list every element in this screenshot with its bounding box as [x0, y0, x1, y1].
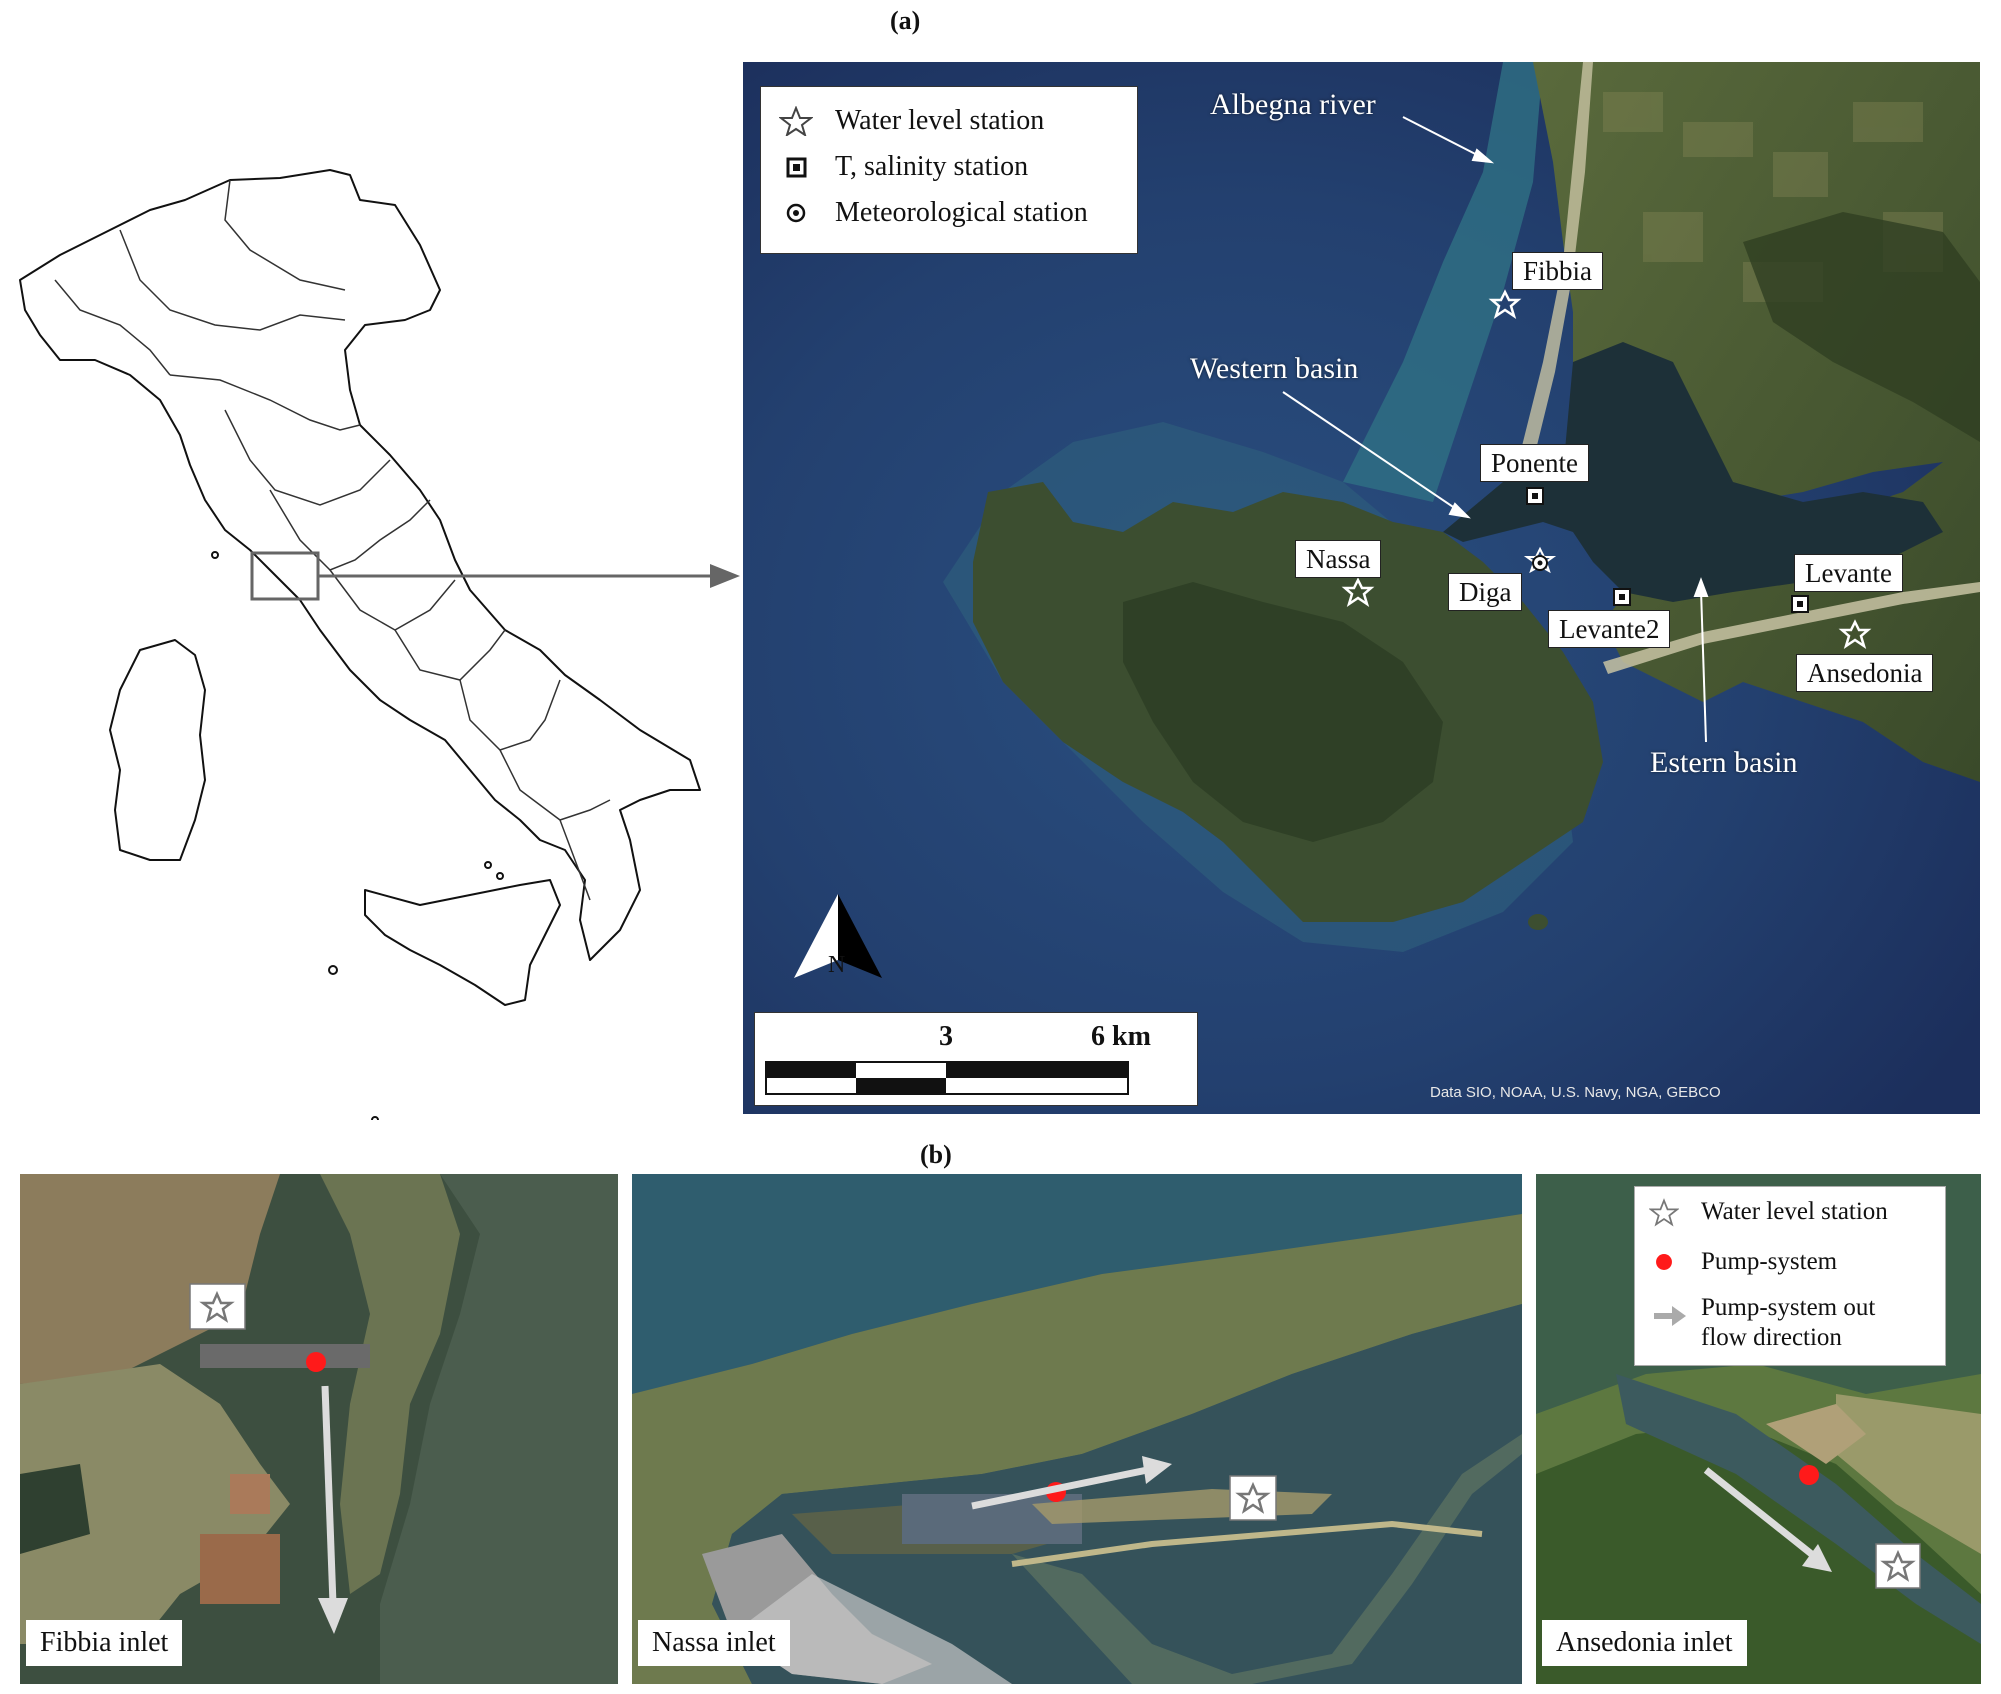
station-ponente-square-icon [1526, 487, 1544, 505]
italy-mainland [19, 169, 701, 961]
inset-ansedonia-star-icon [1880, 1549, 1916, 1582]
station-diga-combined-icon [1523, 546, 1557, 574]
tag-levante2: Levante2 [1548, 610, 1671, 648]
tag-diga: Diga [1448, 573, 1523, 611]
label-eastern-basin: Estern basin [1650, 746, 1798, 779]
italy-outline-map [19, 169, 740, 1120]
lagoon-water [1443, 342, 1943, 602]
pump-dot-icon [1656, 1254, 1672, 1270]
legend-meteorological: Meteorological station [835, 197, 1088, 228]
inset-ansedonia-flow-arrow [1703, 1467, 1817, 1559]
station-nassa-star-icon [1341, 577, 1375, 607]
inset-fibbia-image [20, 1174, 618, 1684]
square-station-icon [786, 157, 807, 178]
scale-bar-box: 3 6 km [754, 1012, 1198, 1106]
label-albegna-river: Albegna river [1210, 88, 1376, 121]
sardinia [109, 639, 206, 861]
sicily [364, 879, 561, 1006]
inset-legend-flow-line2: flow direction [1701, 1324, 1842, 1351]
flow-arrow-icon [1654, 1306, 1686, 1326]
legend-water-level: Water level station [835, 105, 1045, 136]
inset-nassa-star-icon [1235, 1481, 1271, 1514]
inset-legend-flow-line1: Pump-system out [1701, 1294, 1876, 1321]
star-icon [779, 106, 813, 136]
inset-fibbia-pump-dot [306, 1352, 326, 1372]
map-pointer-arrows [1282, 116, 1709, 743]
tag-levante: Levante [1794, 554, 1903, 592]
station-markers [1341, 289, 1872, 649]
inset-legend-water-level: Water level station [1701, 1198, 1888, 1225]
inset-fibbia-label: Fibbia inlet [26, 1620, 183, 1666]
panel-label-a: (a) [890, 6, 921, 35]
locator-arrowhead [710, 564, 740, 588]
inset-fibbia-star-icon [199, 1290, 235, 1323]
inset-legend-pump: Pump-system [1701, 1248, 1838, 1275]
north-arrow-icon [794, 894, 882, 978]
station-fibbia-star-icon [1488, 289, 1522, 319]
map-data-credit: Data SIO, NOAA, U.S. Navy, NGA, GEBCO [1430, 1084, 1721, 1101]
tag-fibbia: Fibbia [1512, 252, 1604, 290]
scale-bar [765, 1061, 1129, 1095]
station-ansedonia-star-icon [1838, 619, 1872, 649]
inset-nassa-image [632, 1174, 1522, 1684]
station-levante-square-icon [1791, 595, 1809, 613]
main-legend: Water level station T, salinity station … [760, 86, 1138, 254]
inset-nassa-flow-arrow [971, 1465, 1153, 1510]
label-western-basin: Western basin [1190, 352, 1359, 385]
inset-legend: Water level station Pump-system Pump-sys… [1634, 1186, 1946, 1366]
legend-t-salinity: T, salinity station [835, 151, 1029, 182]
circle-station-icon [786, 203, 806, 223]
station-levante2-square-icon [1613, 588, 1631, 606]
scale-label-mid: 3 [939, 1021, 953, 1052]
inset-ansedonia-pump-dot [1799, 1465, 1819, 1485]
inset-legend-star-icon [1649, 1198, 1679, 1227]
tag-ponente: Ponente [1480, 444, 1589, 482]
tag-ansedonia: Ansedonia [1796, 654, 1934, 692]
inset-nassa-label: Nassa inlet [638, 1620, 790, 1666]
inset-fibbia-flow-arrow [321, 1385, 337, 1605]
north-label: N [828, 952, 846, 978]
inset-ansedonia-label: Ansedonia inlet [1542, 1620, 1747, 1666]
panel-label-b: (b) [920, 1140, 952, 1169]
tag-nassa: Nassa [1295, 540, 1382, 578]
scale-label-end: 6 km [1091, 1021, 1151, 1052]
